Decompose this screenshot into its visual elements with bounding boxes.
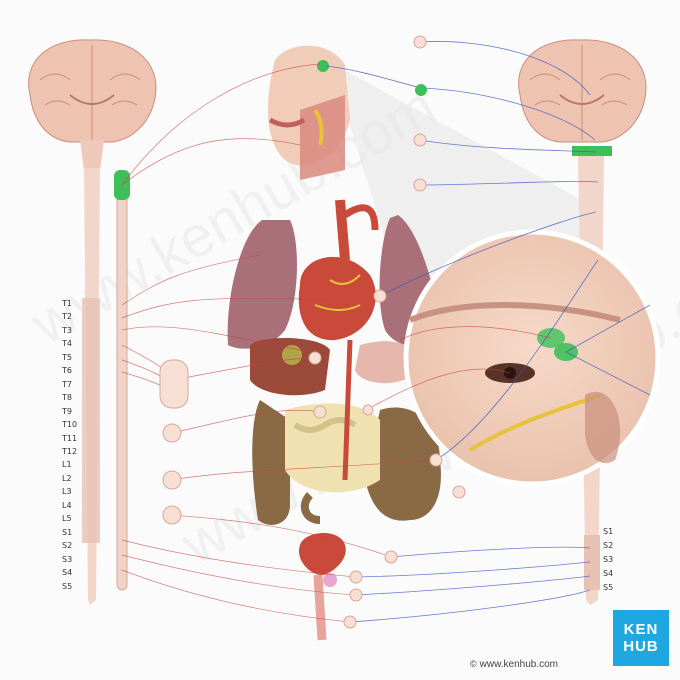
- level-label-t8: T8: [62, 393, 72, 402]
- level-label-l1: L1: [62, 460, 72, 469]
- level-label-l5: L5: [62, 514, 72, 523]
- level-label-t9: T9: [62, 407, 72, 416]
- level-label-t12: T12: [62, 447, 78, 456]
- logo-line-2: HUB: [623, 638, 659, 655]
- level-label-l3: L3: [62, 487, 72, 496]
- level-label-l2: L2: [62, 474, 72, 483]
- level-label-s3: S3: [62, 555, 73, 564]
- brainstem-highlight: [572, 146, 612, 156]
- target-markers: [308, 35, 466, 629]
- sympathetic-fibers: [121, 63, 552, 623]
- abdomen-illustration: [250, 338, 441, 525]
- right-level-label-s3: S3: [603, 555, 614, 564]
- level-label-t2: T2: [62, 312, 72, 321]
- level-label-t10: T10: [62, 420, 78, 429]
- level-label-t6: T6: [62, 366, 72, 375]
- right-level-label-s1: S1: [603, 527, 614, 536]
- thorax-illustration: [227, 199, 440, 349]
- level-label-l4: L4: [62, 501, 72, 510]
- level-label-t11: T11: [62, 434, 78, 443]
- parasympathetic-fibers: [325, 41, 651, 623]
- site-url-text: www.kenhub.com: [479, 659, 559, 670]
- copyright-symbol: ©: [470, 659, 477, 669]
- level-label-s2: S2: [62, 541, 73, 550]
- level-label-t5: T5: [62, 353, 72, 362]
- right-level-label-s2: S2: [603, 541, 614, 550]
- face-illustration: [267, 45, 350, 180]
- right-level-label-s5: S5: [603, 583, 614, 592]
- level-label-s1: S1: [62, 528, 73, 537]
- pelvis-illustration: [299, 532, 346, 641]
- right-level-label-s4: S4: [603, 569, 614, 578]
- left-brain: [28, 39, 157, 170]
- level-label-s4: S4: [62, 568, 73, 577]
- level-label-t4: T4: [62, 339, 72, 348]
- sympathetic-trunk: [116, 179, 128, 591]
- left-cord-thoracolumbar-segment: [82, 298, 100, 543]
- level-label-t3: T3: [62, 326, 72, 335]
- site-url[interactable]: ©www.kenhub.com: [470, 659, 558, 670]
- kenhub-logo[interactable]: KEN HUB: [613, 610, 669, 666]
- logo-line-1: KEN: [623, 621, 659, 638]
- prevertebral-ganglia: [159, 359, 189, 525]
- right-brain: [518, 39, 647, 143]
- level-label-t7: T7: [62, 380, 72, 389]
- level-label-t1: T1: [62, 299, 72, 308]
- level-label-s5: S5: [62, 582, 73, 591]
